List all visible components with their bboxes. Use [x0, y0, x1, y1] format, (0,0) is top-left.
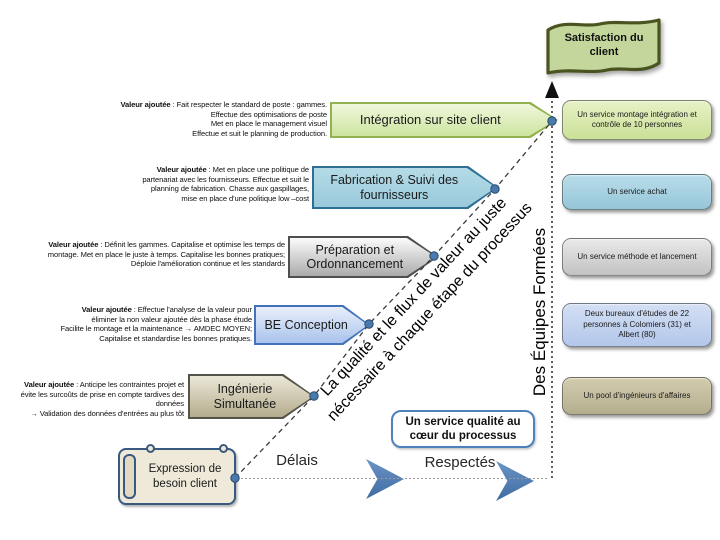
annotation-fabrication: Valeur ajoutée : Met en place une politi… [142, 165, 309, 204]
annotation-integration: Valeur ajoutée : Fait respecter le stand… [120, 100, 327, 139]
service-box-achat: Un service achat [562, 174, 712, 210]
scroll-curl-decoration [219, 444, 228, 453]
stage-arrow-label: Fabrication & Suivi des fournisseurs [330, 173, 459, 202]
stage-arrow-ingenierie: Ingénierie Simultanée [188, 374, 315, 419]
stage-arrow-label: Préparation et Ordonnancement [306, 242, 404, 271]
stage-arrow-preparation: Préparation et Ordonnancement [288, 236, 438, 278]
stage-arrow-be-conception: BE Conception [254, 305, 370, 345]
quality-box: Un service qualité au cœur du processus [391, 410, 535, 448]
stage-arrow-fabrication: Fabrication & Suivi des fournisseurs [312, 166, 498, 209]
service-box-montage-integration: Un service montage intégration et contrô… [562, 100, 712, 140]
annotation-label: Valeur ajoutée [156, 165, 207, 174]
timeline-chevron-arrow-icon [496, 461, 534, 501]
annotation-label: Valeur ajoutée [48, 240, 99, 249]
service-box-methode-lancement: Un service méthode et lancement [562, 238, 712, 276]
stage-arrow-label: Intégration sur site client [359, 111, 501, 127]
timeline-chevron-arrow-icon [366, 459, 404, 499]
service-box-pool-ingenieurs: Un pool d'ingénieurs d'affaires [562, 377, 712, 415]
stage-arrow-label: BE Conception [264, 317, 348, 332]
annotation-label: Valeur ajoutée [81, 305, 132, 314]
timeline-label-delais: Délais [276, 452, 318, 469]
timeline-label-respectes: Respectés [424, 454, 496, 471]
diagonal-caption: La qualité et le flux de valeur au juste… [317, 194, 536, 425]
scroll-expression-besoin: Expression de besoin client [118, 444, 236, 505]
annotation-ingenierie: Valeur ajoutée : Anticipe les contrainte… [20, 380, 185, 419]
annotation-label: Valeur ajoutée [24, 380, 75, 389]
annotation-preparation: Valeur ajoutée : Définit les gammes. Cap… [47, 240, 285, 269]
stage-arrow-integration: Intégration sur site client [330, 102, 558, 138]
service-box-bureaux-etudes: Deux bureaux d'études de 22 personnes à … [562, 303, 712, 347]
scroll-label: Expression de besoin client [148, 462, 222, 490]
satisfaction-flag-shape [546, 18, 661, 75]
scroll-curl-decoration [146, 444, 155, 453]
annotation-label: Valeur ajoutée [120, 100, 171, 109]
scroll-roll-decoration [123, 454, 136, 499]
stage-arrow-label: Ingénierie Simultanée [213, 382, 277, 411]
satisfaction-flag-label: Satisfaction du client [564, 32, 644, 58]
vertical-caption-equipes-formees: Des Équipes Formées [530, 227, 549, 397]
annotation-be-conception: Valeur ajoutée : Effectue l'analyse de l… [60, 305, 253, 344]
